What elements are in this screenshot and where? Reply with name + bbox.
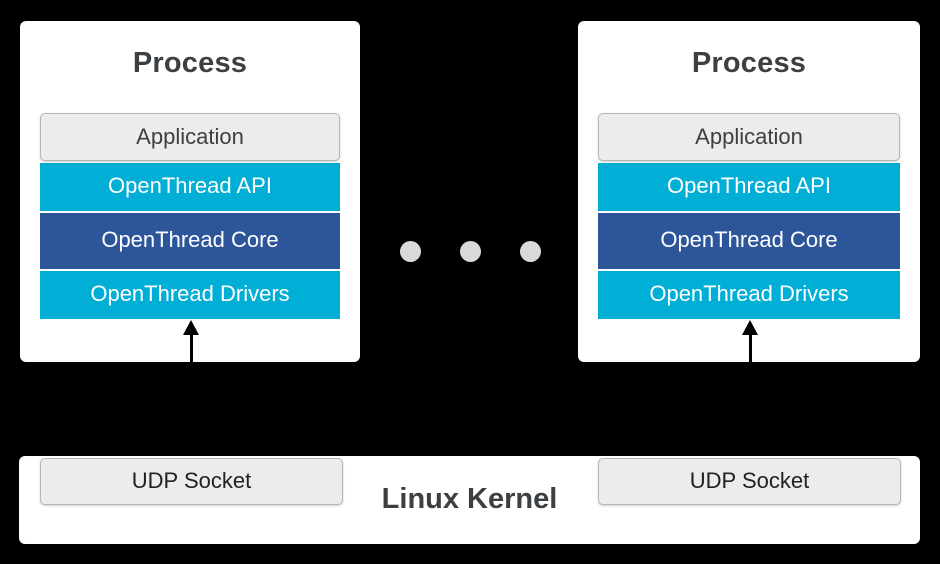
layer-application-left: Application [40,113,340,161]
process-panel-right: Process Application OpenThread API OpenT… [578,21,920,362]
ellipsis-dot-1 [400,241,421,262]
process-title-left: Process [132,47,248,79]
layer-openthread-drivers-left: OpenThread Drivers [40,271,340,319]
arrow-head-right [742,320,758,335]
ellipsis-dot-2 [460,241,481,262]
udp-socket-left: UDP Socket [40,458,343,505]
arrow-head-left [183,320,199,335]
layer-stack-right: Application OpenThread API OpenThread Co… [598,113,900,319]
linux-kernel-panel: UDP Socket Linux Kernel UDP Socket [19,456,920,544]
layer-stack-left: Application OpenThread API OpenThread Co… [40,113,340,319]
ellipsis-dot-3 [520,241,541,262]
layer-openthread-api-left: OpenThread API [40,163,340,211]
arrow-shaft-right [749,332,752,363]
layer-openthread-core-right: OpenThread Core [598,213,900,269]
layer-application-right: Application [598,113,900,161]
udp-socket-right: UDP Socket [598,458,901,505]
layer-openthread-drivers-right: OpenThread Drivers [598,271,900,319]
layer-openthread-core-left: OpenThread Core [40,213,340,269]
process-panel-left: Process Application OpenThread API OpenT… [20,21,360,362]
arrow-up-left [183,320,199,363]
process-title-right: Process [691,47,807,79]
arrow-shaft-left [190,332,193,363]
linux-kernel-label: Linux Kernel [381,483,558,515]
arrow-up-right [742,320,758,363]
layer-openthread-api-right: OpenThread API [598,163,900,211]
